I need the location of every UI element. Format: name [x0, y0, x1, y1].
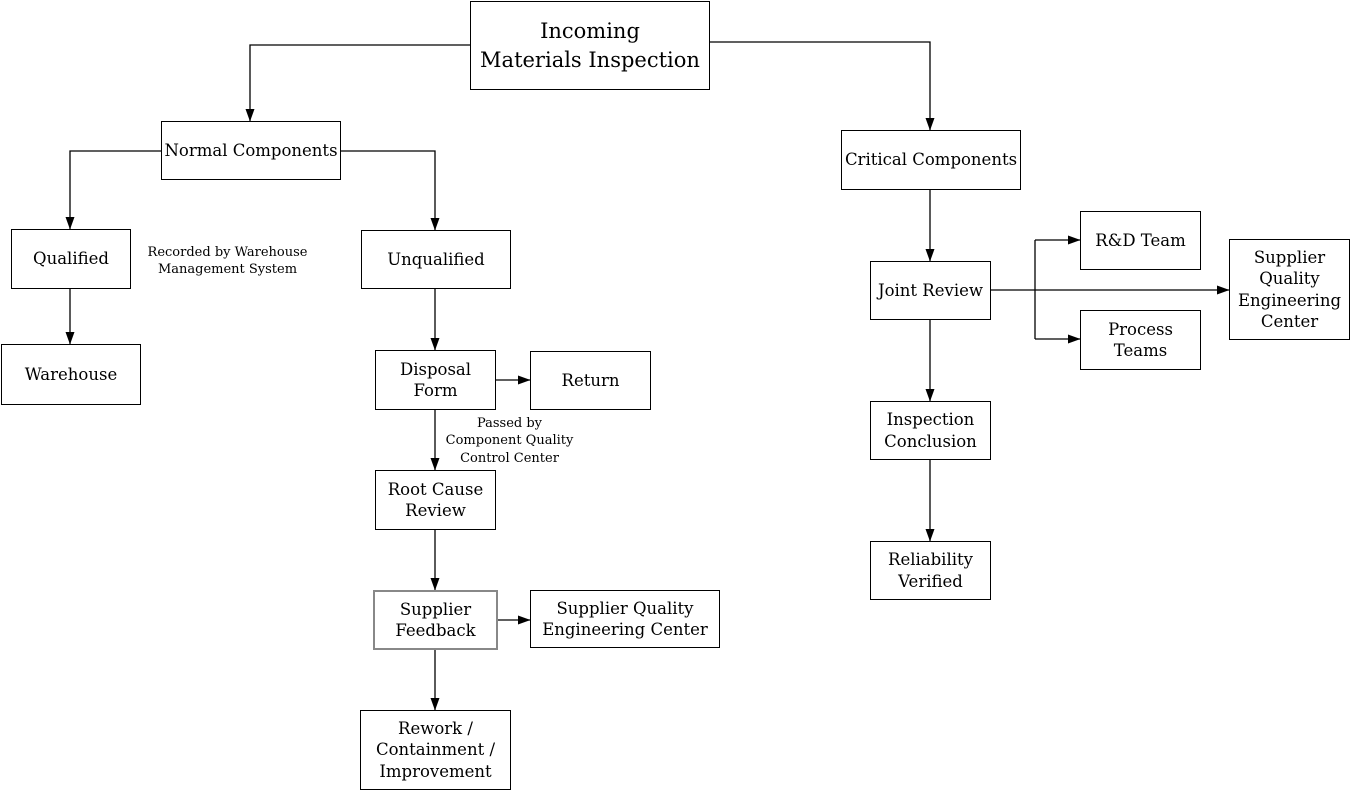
node-process-teams: Process Teams — [1080, 310, 1201, 370]
node-root-cause-review: Root Cause Review — [375, 470, 496, 530]
node-incoming-materials-inspection: Incoming Materials Inspection — [470, 1, 710, 90]
annotation-passed-by-component-quality-control-center: Passed by Component Quality Control Cent… — [445, 416, 574, 466]
node-supplier-feedback: Supplier Feedback — [373, 590, 498, 650]
node-reliability-verified: Reliability Verified — [870, 541, 991, 600]
edge-incoming-to-normal — [245, 44, 470, 122]
node-critical-components: Critical Components — [841, 130, 1021, 190]
node-unqualified: Unqualified — [361, 230, 511, 289]
node-rd-team: R&D Team — [1080, 211, 1201, 270]
node-inspection-conclusion: Inspection Conclusion — [870, 401, 991, 460]
node-disposal-form: Disposal Form — [375, 350, 496, 410]
edge-normal-to-unqualified — [341, 150, 440, 231]
edge-incoming-to-critical — [710, 41, 935, 131]
node-normal-components: Normal Components — [161, 121, 341, 180]
node-return: Return — [530, 351, 651, 410]
edge-normal-to-qualified — [65, 150, 161, 230]
node-joint-review: Joint Review — [870, 261, 991, 320]
node-rework-containment-improvement: Rework / Containment / Improvement — [360, 710, 511, 790]
node-qualified: Qualified — [11, 229, 131, 289]
node-supplier-quality-engineering-center-left: Supplier Quality Engineering Center — [530, 590, 720, 648]
node-warehouse: Warehouse — [1, 344, 141, 405]
annotation-recorded-by-warehouse-management-system: Recorded by Warehouse Management System — [147, 244, 308, 277]
node-supplier-quality-engineering-center-right: Supplier Quality Engineering Center — [1229, 239, 1350, 340]
